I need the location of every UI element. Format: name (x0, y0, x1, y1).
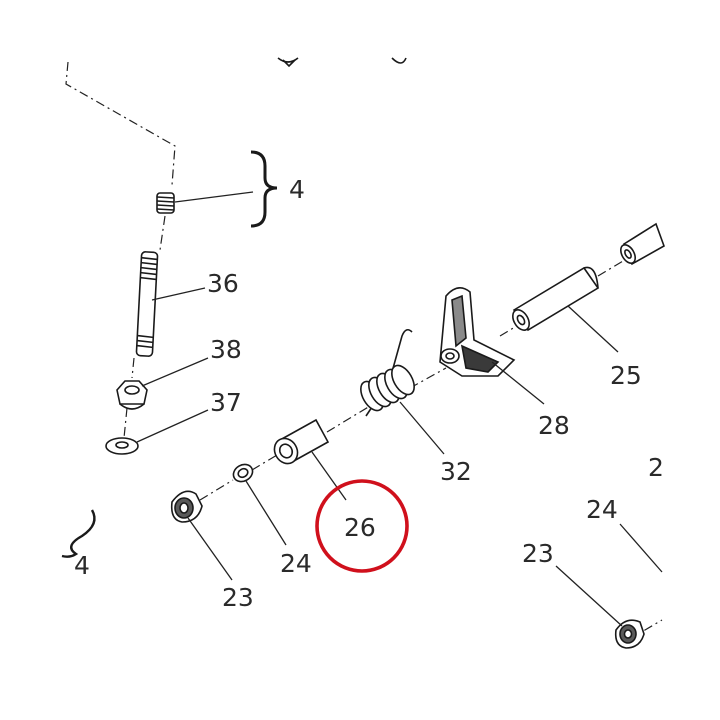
washer-left-part (232, 463, 254, 483)
leader-line-23-left (187, 517, 233, 581)
leader-line-4 (174, 191, 254, 203)
torsion-spring-part (360, 328, 415, 417)
leader-line-24-right (619, 523, 663, 573)
leader-line-37 (136, 409, 209, 443)
spring-pin-part (156, 192, 175, 214)
plug-bolt-left-part (170, 490, 203, 523)
leader-line-38 (141, 357, 209, 387)
bushing-part (273, 418, 330, 465)
leader-line-36 (151, 287, 206, 301)
brace-4 (250, 150, 278, 228)
label-cut-off-right: 2 (648, 453, 664, 482)
label-23-left: 23 (222, 583, 254, 612)
stud-bolt-part (135, 251, 159, 357)
label-26: 26 (344, 513, 376, 542)
label-32: 32 (440, 457, 472, 486)
leader-line-32 (399, 401, 445, 455)
center-line-stud (65, 61, 176, 439)
label-28: 28 (538, 411, 570, 440)
label-24-right: 24 (586, 495, 618, 524)
leader-line-26 (311, 451, 347, 501)
label-37: 37 (210, 388, 242, 417)
leader-line-28 (491, 361, 545, 405)
plug-bolt-right-part (614, 619, 645, 649)
label-38: 38 (210, 335, 242, 364)
flange-nut-part (116, 380, 148, 410)
label-4-lower: 4 (74, 551, 90, 580)
label-24-left: 24 (280, 549, 312, 578)
leader-line-23-right (555, 565, 623, 627)
lever-part (439, 287, 516, 377)
leader-line-24-left (245, 480, 287, 546)
center-line-shaft (199, 257, 663, 641)
label-4: 4 (289, 175, 305, 204)
washer-37-part (105, 437, 139, 455)
broken-ref-mark (61, 509, 96, 558)
highlight-circle (315, 479, 409, 573)
label-23-right: 23 (522, 539, 554, 568)
top-cut-off-fragments (277, 57, 407, 68)
shaft-part (512, 222, 665, 332)
leader-line-25 (567, 305, 619, 353)
label-36: 36 (207, 269, 239, 298)
label-25: 25 (610, 361, 642, 390)
